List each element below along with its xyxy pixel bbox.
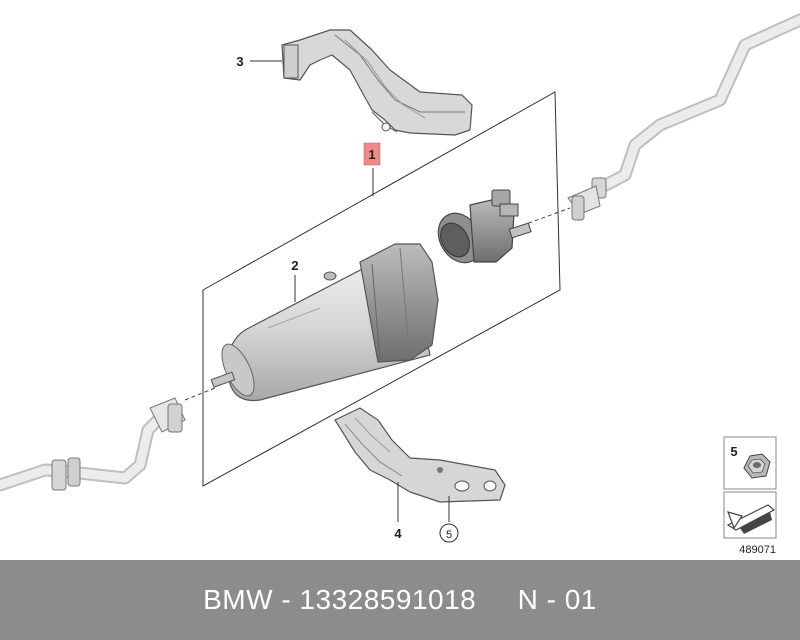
- fuel-filter: [210, 243, 439, 402]
- callout-5-circle: [439, 523, 459, 543]
- footer-bar: BMW - 13328591018 N - 01: [0, 560, 800, 640]
- inset-box: 5: [723, 436, 777, 539]
- fuel-line-left: [0, 397, 186, 492]
- lower-bracket: [334, 407, 506, 503]
- upper-bracket: [281, 29, 473, 136]
- callout-5[interactable]: 5: [446, 529, 452, 541]
- arrow-plate-icon: [726, 504, 776, 534]
- filter-valve: [437, 189, 532, 264]
- callout-3[interactable]: 3: [236, 54, 243, 69]
- diagram-id: 489071: [739, 544, 776, 556]
- inset-label: 5: [730, 444, 737, 459]
- callout-1-highlight: [363, 142, 381, 166]
- parts-diagram: 1 2 3 4 5 5 489071: [0, 13, 800, 556]
- nut-icon: [743, 453, 771, 479]
- callout-4[interactable]: 4: [394, 526, 402, 541]
- callout-2[interactable]: 2: [291, 258, 298, 273]
- callout-1[interactable]: 1: [368, 147, 375, 162]
- assembly-frame: [202, 91, 561, 487]
- part-number-caption: BMW - 13328591018 N - 01: [203, 584, 597, 615]
- fuel-line-right: [567, 13, 800, 221]
